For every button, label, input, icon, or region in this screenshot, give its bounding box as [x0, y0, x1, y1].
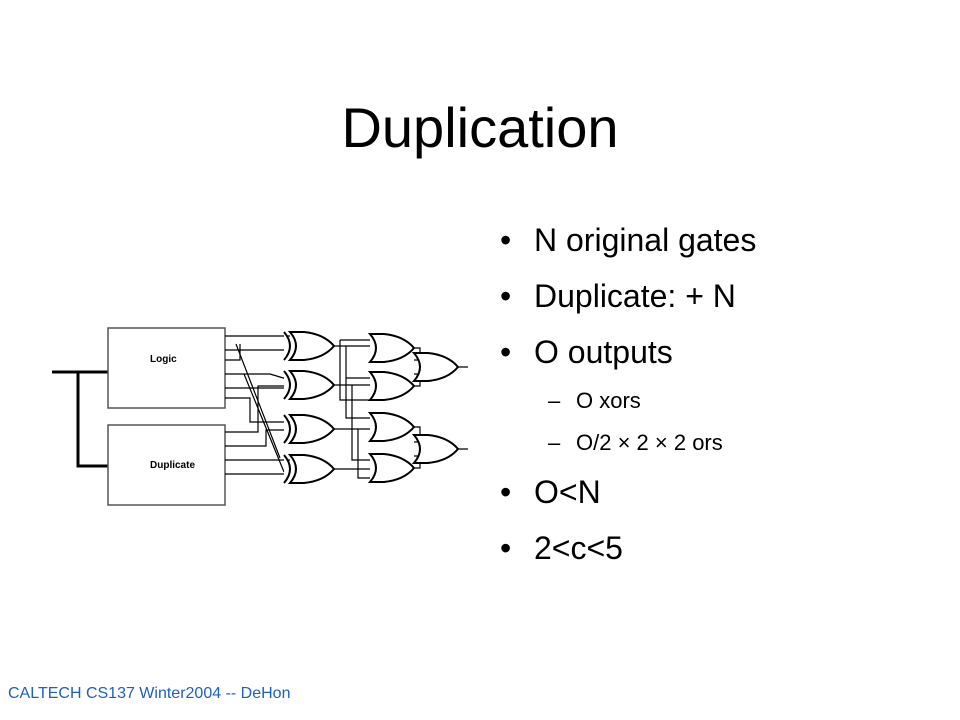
sub-bullet-item: O xors [500, 380, 756, 422]
bullet-item: 2<c<5 [500, 520, 756, 576]
duplication-circuit-diagram: Logic Duplicate [52, 327, 468, 506]
or-gate [411, 434, 460, 464]
logic-block [107, 327, 226, 409]
xor-gate [283, 414, 336, 444]
xor-to-or-wires [334, 339, 370, 479]
duplicate-label: Duplicate [150, 460, 195, 471]
sub-bullet-item: O/2 × 2 × 2 ors [500, 422, 756, 464]
bullet-item: N original gates [500, 212, 756, 268]
or-gate [367, 453, 416, 483]
bullet-list: N original gates Duplicate: + N O output… [500, 212, 756, 576]
logic-output-wires [225, 335, 291, 423]
slide-title: Duplication [341, 96, 619, 159]
xor-gate [283, 370, 336, 400]
bullet-item: Duplicate: + N [500, 268, 756, 324]
or-gate [367, 333, 416, 363]
or-gate [367, 371, 416, 401]
xor-gate [283, 331, 336, 361]
xor-gate [283, 454, 336, 484]
duplicate-block [107, 424, 226, 506]
logic-label: Logic [150, 354, 177, 365]
or-gate [367, 412, 416, 442]
final-output-wires [458, 366, 468, 450]
slide-footer: CALTECH CS137 Winter2004 -- DeHon [8, 685, 291, 702]
bullet-item: O<N [500, 464, 756, 520]
or-gate [411, 352, 460, 382]
duplicate-output-wires [225, 343, 290, 475]
input-rail [52, 370, 108, 468]
bullet-item: O outputs [500, 324, 756, 380]
